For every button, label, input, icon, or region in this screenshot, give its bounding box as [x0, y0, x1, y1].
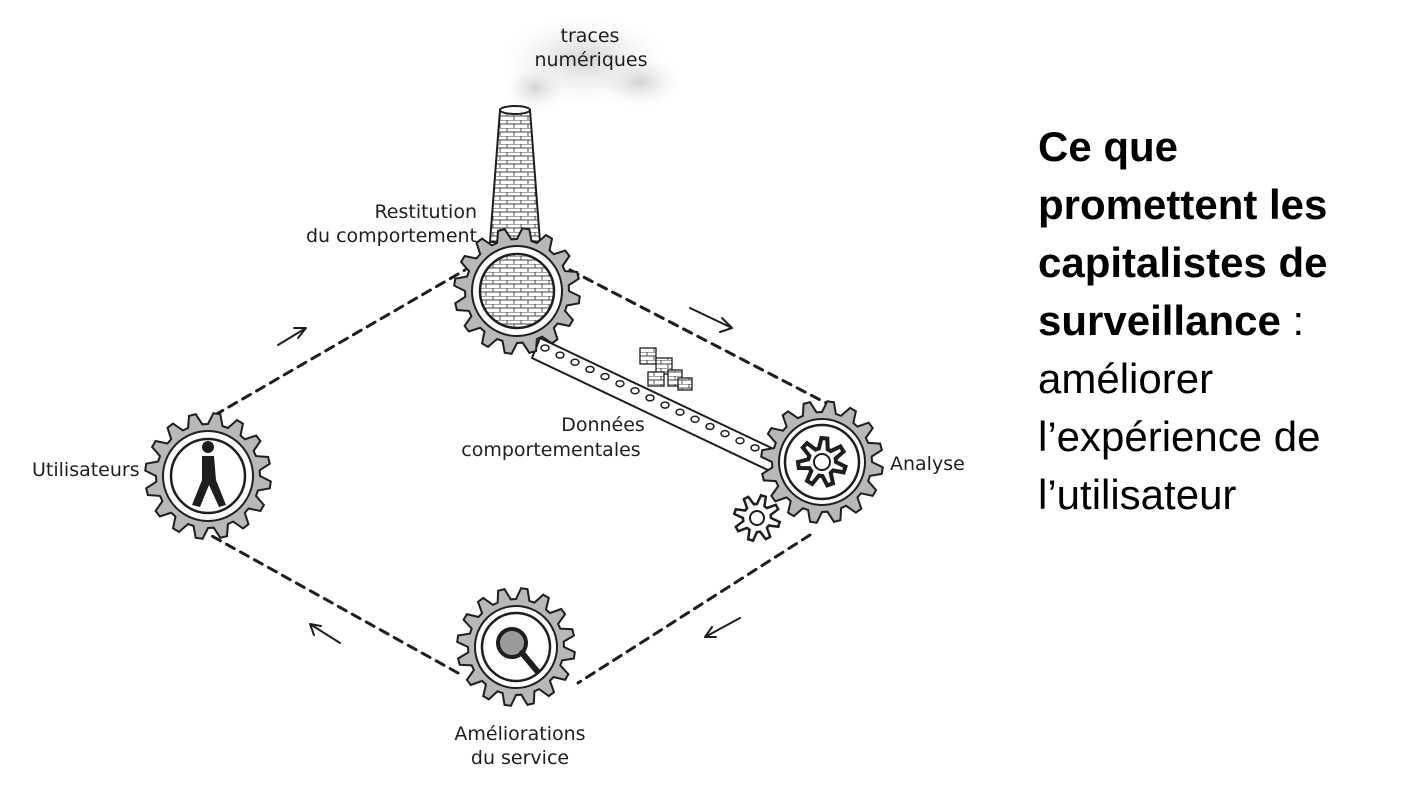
walking-person-icon [169, 437, 247, 515]
promise-regular-text: améliorer l’expérience de l’utilisateur [1038, 355, 1321, 518]
direction-arrows [277, 307, 741, 644]
data-cubes [639, 347, 693, 391]
slide-text: Ce que promettent les capitalistes de su… [1038, 118, 1398, 524]
label-analyse: Analyse [890, 453, 965, 475]
magnifier-icon [480, 611, 552, 683]
label-restitution: Restitution [374, 201, 477, 223]
label-utilisateurs: Utilisateurs [32, 459, 140, 481]
brick-wall-icon [478, 252, 556, 330]
label-comportementales: comportementales [461, 439, 640, 461]
cog-icon [783, 423, 861, 501]
label-numeriques: numériques [534, 49, 647, 71]
label-du-comportement: du comportement [306, 225, 477, 247]
label-traces: traces [561, 25, 620, 47]
surveillance-cycle-diagram: traces numériques Restitution du comport… [32, 18, 965, 769]
smoke-cloud [505, 18, 680, 110]
gear-analyse-small [732, 493, 782, 543]
promise-colon: : [1280, 297, 1305, 344]
chimney [488, 105, 542, 243]
promise-bold-text: Ce que promettent les capitalistes de su… [1038, 123, 1328, 344]
label-ameliorations: Améliorations [454, 723, 585, 745]
label-du-service: du service [471, 747, 569, 769]
cycle-path [208, 268, 832, 685]
label-donnees: Données [561, 414, 645, 436]
